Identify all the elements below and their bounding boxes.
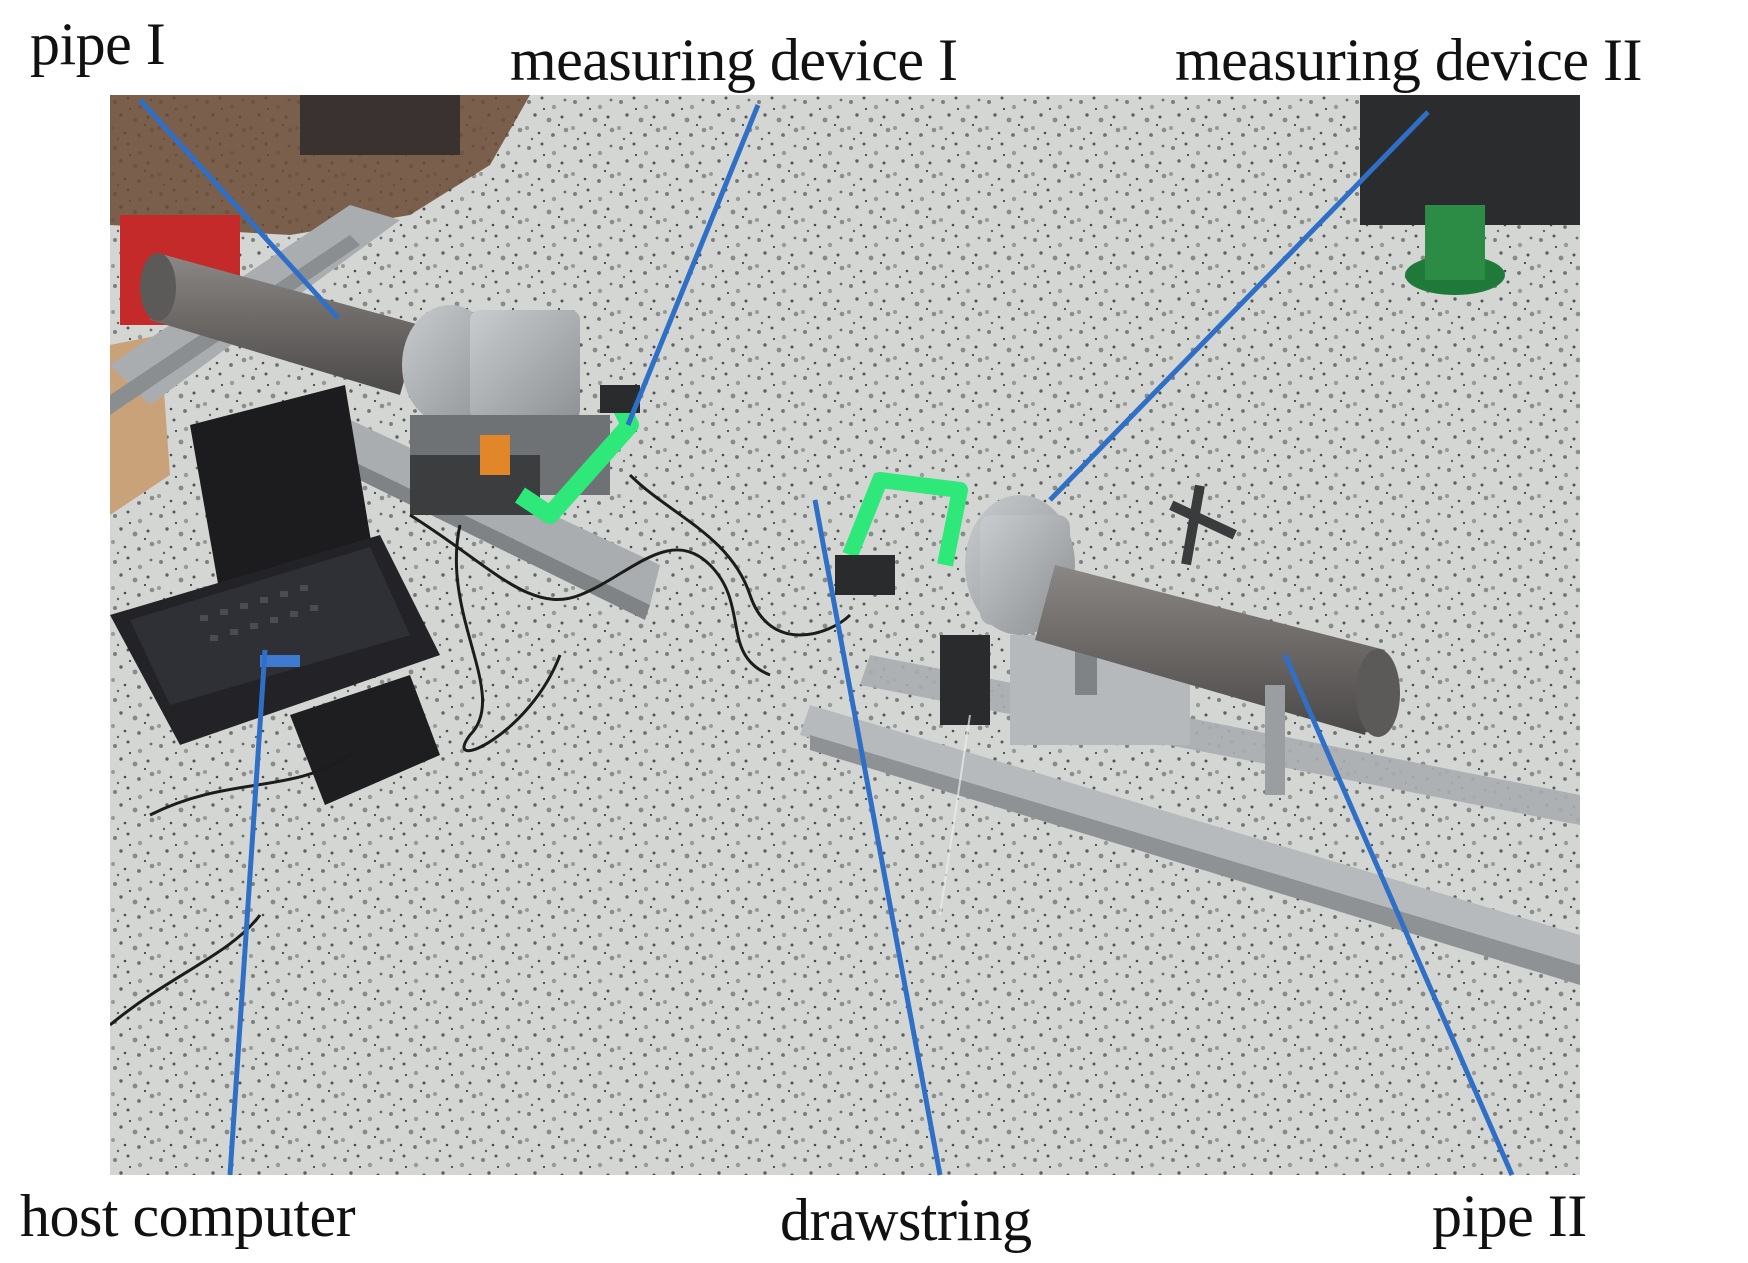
label-host-computer: host computer (20, 1183, 356, 1249)
label-measuring-device-1: measuring device I (510, 27, 958, 93)
label-measuring-device-2: measuring device II (1175, 27, 1642, 93)
label-pipe-1: pipe I (30, 11, 166, 77)
label-pipe-2: pipe II (1432, 1183, 1587, 1249)
experiment-photo (110, 95, 1580, 1175)
label-drawstring: drawstring (780, 1187, 1032, 1253)
photo-illustration (110, 95, 1580, 1175)
